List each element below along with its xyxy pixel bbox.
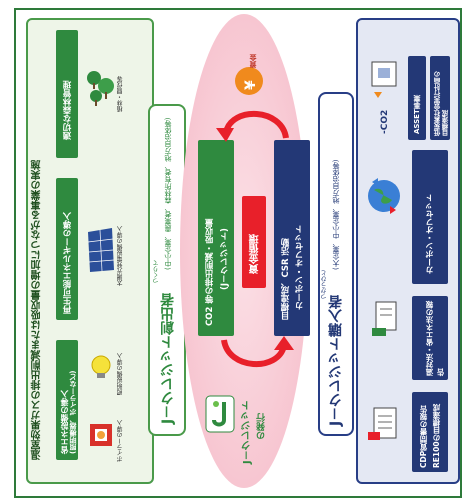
logo-label: J－クレジット (242, 400, 253, 464)
left-panel-heading: 温室効果ガスの排出削減または吸収量の増加につながる事業の実施 (32, 160, 43, 460)
yen-coin-icon (235, 67, 263, 95)
solar-panel-icon (87, 228, 115, 272)
offset-box-line2: カーボン・オフセット (295, 225, 305, 310)
report-documents-icon (372, 301, 397, 336)
buyer-title-box (318, 92, 354, 436)
right-item-label-3: カーボン・オフセット (425, 194, 434, 274)
forest-trees-icon (87, 71, 114, 106)
right-item-label-2: 温対法・省エネ法の報告 (425, 301, 445, 376)
right-item-label-1: CDP質問書の報告 (419, 405, 428, 468)
left-item-label-2: 再生可能エネルギーの導入 (63, 212, 73, 314)
co2-label: -CO2 (380, 109, 390, 134)
globe-icon (368, 178, 400, 214)
bottom-curved-arrow-icon (221, 336, 294, 368)
offset-box-line1: 目標達成、CSR 活動 (281, 238, 291, 320)
fund-circulation-box (242, 196, 266, 288)
caption-solar: 太陽光発電設備の導入 (117, 226, 124, 286)
creator-title-note: (中小企業、農業者、森林所有者、地方自治体等) (164, 117, 172, 270)
right-item-box-3 (412, 150, 448, 284)
right-item-box-1 (412, 392, 448, 472)
offset-box (274, 140, 310, 336)
top-curved-arrow-icon (216, 110, 289, 142)
left-item-box-1 (56, 340, 78, 460)
boiler-icon (90, 424, 112, 446)
right-item-box-2 (412, 296, 448, 380)
buyer-title-note: (大企業、中小企業、地方自治体等) (332, 159, 340, 270)
yen-symbol: ¥ (243, 80, 259, 90)
right-item-sub-1: RE100の目標達成 (432, 403, 441, 468)
right-item-box-5 (408, 56, 426, 140)
light-bulb-icon (91, 355, 111, 378)
yen-caption: 資金 (249, 54, 257, 68)
credit-box-line1: CO2 等の排出削減・吸収量 (205, 218, 215, 326)
credit-box (198, 140, 234, 336)
creator-title: J－クレジット創出者 (160, 292, 176, 424)
caption-boiler: ボイラーの導入 (117, 420, 124, 462)
cdp-document-icon (368, 407, 397, 440)
left-item-label-3: 適切な森林管理 (63, 80, 73, 141)
j-credit-logo-icon (205, 395, 235, 433)
co2-factory-icon (371, 61, 397, 98)
left-item-box-3 (56, 30, 78, 158)
right-item-box-4 (430, 56, 450, 140)
fund-circulation-label: 資金循環 (250, 234, 261, 274)
left-item-sub-1: (照明機器、ボイラーなど) (69, 370, 77, 454)
logo-sub: の発行 (257, 413, 267, 440)
credit-box-line2: (J－クレジット) (220, 228, 230, 290)
caption-forest: 植林・間伐等 (117, 76, 124, 112)
right-item-sub-4: 目標達成 (442, 110, 450, 136)
buyer-title: J－クレジット購入者 (328, 294, 344, 426)
left-item-box-2 (56, 178, 78, 320)
caption-lighting: 照明設備の導入 (117, 353, 124, 395)
right-item-label-5: ASSET事業 (413, 95, 421, 134)
